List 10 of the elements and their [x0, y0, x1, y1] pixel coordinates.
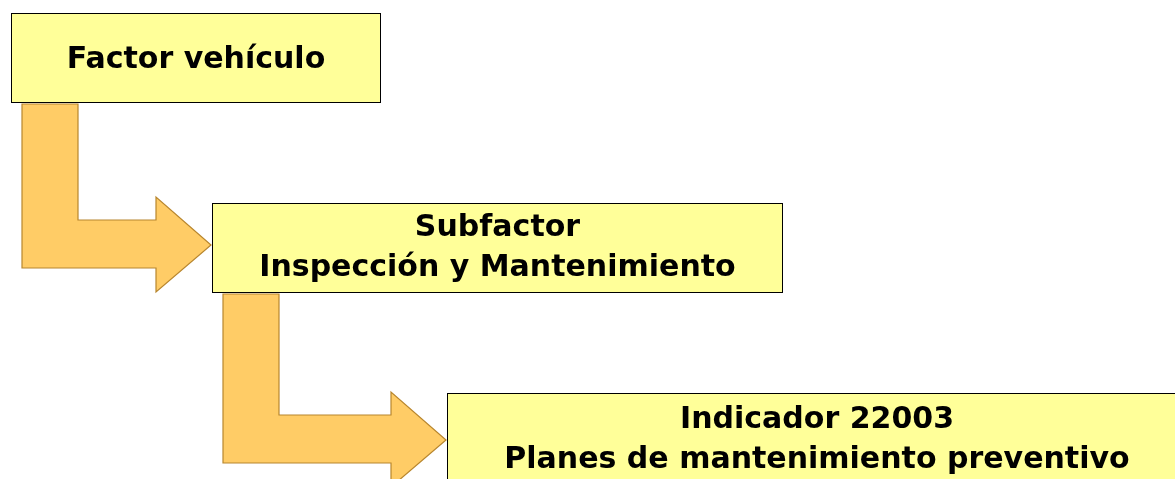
text-box — [447, 393, 1175, 479]
text-box — [11, 13, 381, 103]
bent-arrow — [222, 293, 447, 479]
text-box — [212, 203, 783, 293]
box-text: Inspección y Mantenimiento — [259, 247, 736, 285]
box-text: Indicador 22003 — [680, 399, 954, 437]
box-text: Factor vehículo — [66, 39, 326, 77]
bent-arrow — [21, 103, 212, 294]
box-text: Planes de mantenimiento preventivo — [504, 439, 1130, 477]
box-text: Subfactor — [414, 207, 581, 245]
